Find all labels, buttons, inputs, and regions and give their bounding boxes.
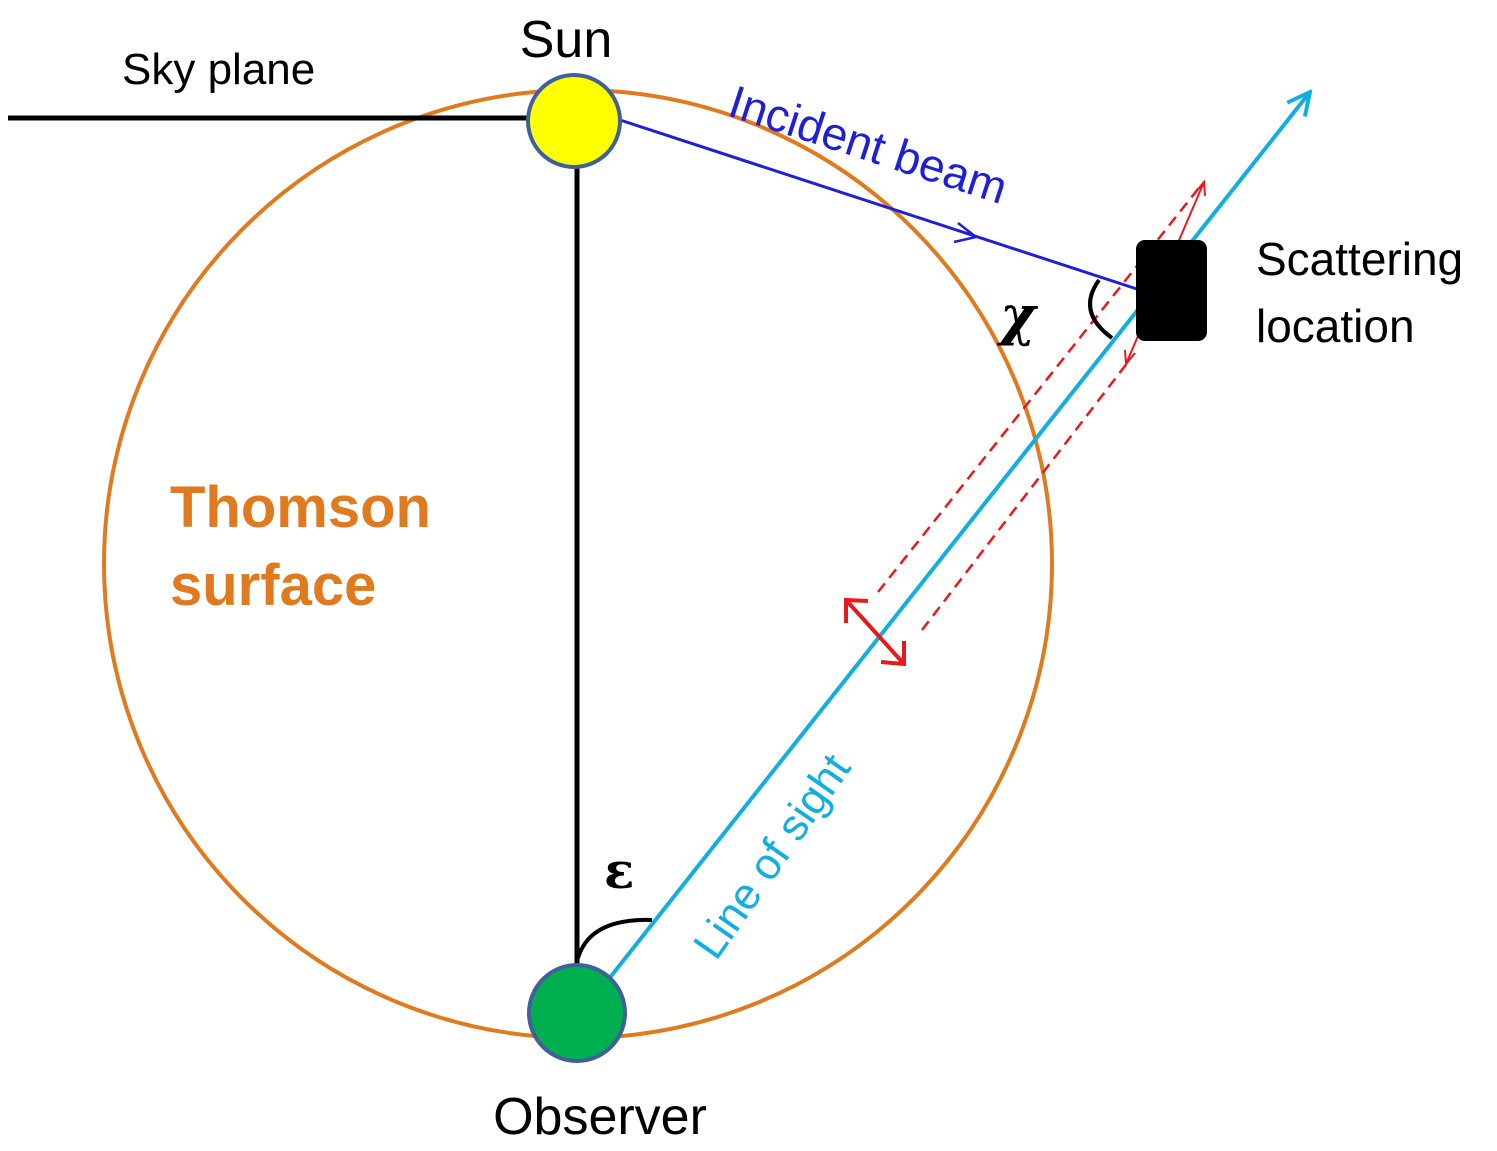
thomson-surface-label-line1: Thomson (170, 475, 431, 540)
incident-beam-line (619, 118, 1141, 292)
polarization-arrowhead-upper (844, 597, 869, 623)
chi-angle-arc (1088, 278, 1114, 340)
incident-beam-label: Incident beam (723, 75, 1014, 214)
epsilon-angle-arc (576, 917, 653, 959)
line-of-sight-label: Line of sight (684, 745, 860, 967)
polarization-dashed-line-lower (921, 361, 1129, 631)
polarization-small-arrowhead-top (1194, 179, 1206, 197)
thomson-surface-label-line2: surface (170, 553, 376, 618)
polarization-arrowhead-lower (880, 641, 906, 667)
scattering-location-label-line2: location (1256, 300, 1415, 352)
polarization-small-arrowhead-bottom (1124, 349, 1136, 367)
observer-circle (527, 963, 627, 1063)
scattering-location-box (1136, 240, 1207, 341)
sky-plane-label: Sky plane (122, 45, 315, 94)
sun-label: Sun (520, 11, 613, 69)
epsilon-angle-label: ε (604, 841, 634, 900)
scattering-location-label-line1: Scattering (1256, 233, 1463, 285)
sun-circle (526, 73, 622, 169)
chi-angle-label: χ (996, 283, 1039, 347)
observer-label: Observer (493, 1088, 707, 1146)
incident-beam-arrowhead (953, 222, 979, 244)
polarization-double-arrow (844, 598, 906, 666)
